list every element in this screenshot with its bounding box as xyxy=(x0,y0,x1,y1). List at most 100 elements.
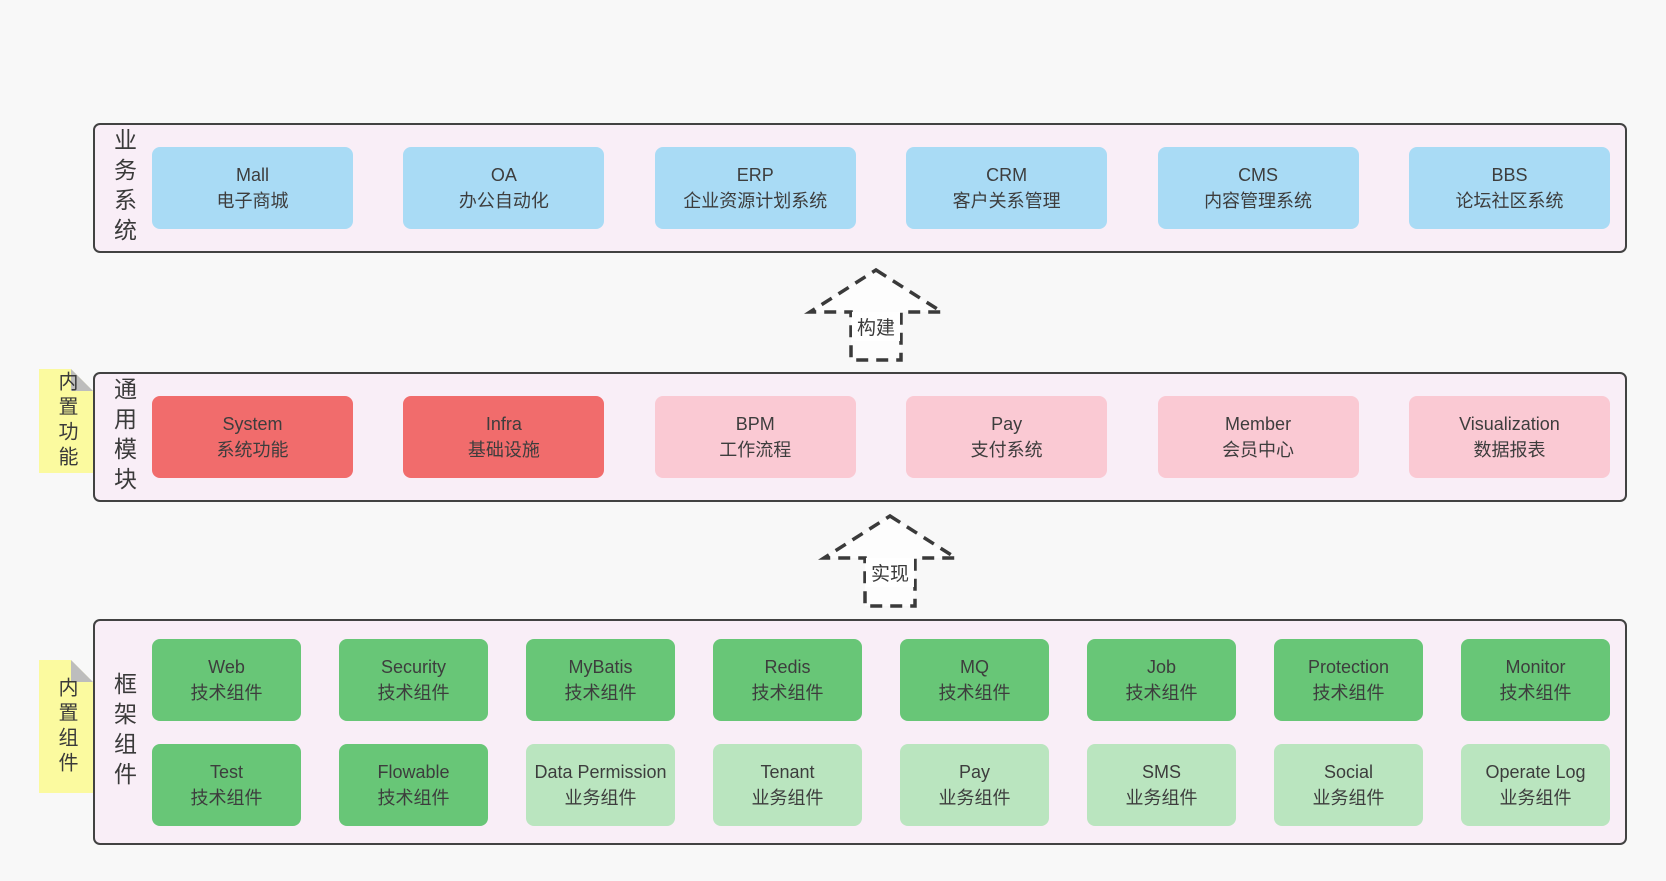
module-title: MyBatis xyxy=(568,656,633,677)
module-subtitle: 技术组件 xyxy=(190,787,263,808)
module-subtitle: 业务组件 xyxy=(1499,787,1572,808)
module-box-pay: Pay 业务组件 xyxy=(900,743,1049,826)
module-subtitle: 技术组件 xyxy=(190,682,263,703)
module-title: Pay xyxy=(991,414,1023,434)
arrow-label: 构建 xyxy=(851,312,901,341)
module-box-social: Social 业务组件 xyxy=(1274,743,1423,826)
module-box-operate-log: Operate Log 业务组件 xyxy=(1461,743,1610,826)
module-title: OA xyxy=(490,165,517,185)
module-title: Redis xyxy=(764,656,811,677)
module-box-flowable: Flowable 技术组件 xyxy=(339,743,488,826)
module-title: BBS xyxy=(1491,165,1528,185)
module-subtitle: 客户关系管理 xyxy=(952,191,1061,211)
module-subtitle: 业务组件 xyxy=(1312,787,1385,808)
module-title: CRM xyxy=(986,165,1028,185)
module-box-visualization: Visualization 数据报表 xyxy=(1408,396,1610,478)
section-label: 通用模块 xyxy=(110,377,137,497)
module-title: Security xyxy=(380,656,447,677)
module-box-member: Member 会员中心 xyxy=(1157,396,1359,478)
module-subtitle: 技术组件 xyxy=(377,787,450,808)
module-box-data-permission: Data Permission 业务组件 xyxy=(526,743,675,826)
module-box-security: Security 技术组件 xyxy=(339,638,488,721)
module-title: MQ xyxy=(960,656,989,677)
module-subtitle: 会员中心 xyxy=(1222,440,1295,460)
module-title: Monitor xyxy=(1505,656,1566,677)
sticky-tab-builtin-features: 内置功能 xyxy=(39,369,93,473)
module-box-pay: Pay 支付系统 xyxy=(906,396,1108,478)
arrow-label: 实现 xyxy=(865,558,915,587)
module-title: Infra xyxy=(485,414,522,434)
module-title: Test xyxy=(209,761,243,782)
module-title: Operate Log xyxy=(1485,761,1586,782)
module-subtitle: 支付系统 xyxy=(970,440,1043,460)
module-subtitle: 技术组件 xyxy=(938,682,1011,703)
module-title: Tenant xyxy=(760,761,815,782)
module-box-mybatis: MyBatis 技术组件 xyxy=(526,638,675,721)
module-box-protection: Protection 技术组件 xyxy=(1274,638,1423,721)
sticky-tab-builtin-components: 内置组件 xyxy=(39,660,93,793)
sticky-tab-label: 内置组件 xyxy=(55,676,77,777)
module-subtitle: 技术组件 xyxy=(751,682,824,703)
module-title: Web xyxy=(208,656,245,677)
section-label: 框架组件 xyxy=(110,672,137,792)
module-subtitle: 企业资源计划系统 xyxy=(683,191,828,211)
module-title: Mall xyxy=(235,165,269,185)
section-label: 业务系统 xyxy=(110,128,137,248)
section-framework-components: 框架组件 Web 技术组件 Security 技术组件 MyBatis 技术组件 Redis… xyxy=(93,619,1627,845)
module-subtitle: 办公自动化 xyxy=(458,191,549,211)
module-subtitle: 数据报表 xyxy=(1473,440,1546,460)
sticky-note-shape xyxy=(39,660,93,793)
module-title: Job xyxy=(1146,656,1177,677)
module-subtitle: 技术组件 xyxy=(1312,682,1385,703)
module-title: Data Permission xyxy=(534,761,667,782)
module-title: Pay xyxy=(958,761,991,782)
module-title: Member xyxy=(1225,414,1292,434)
module-title: CMS xyxy=(1238,165,1279,185)
module-title: System xyxy=(222,414,283,434)
module-box-job: Job 技术组件 xyxy=(1087,638,1236,721)
module-title: Visualization xyxy=(1459,414,1560,434)
module-title: ERP xyxy=(736,165,774,185)
module-title: BPM xyxy=(735,414,775,434)
module-box-mq: MQ 技术组件 xyxy=(900,638,1049,721)
module-box-cms: CMS 内容管理系统 xyxy=(1157,147,1359,229)
module-subtitle: 系统功能 xyxy=(216,440,289,460)
module-subtitle: 业务组件 xyxy=(1125,787,1198,808)
module-box-system: System 系统功能 xyxy=(152,396,353,478)
module-title: Flowable xyxy=(377,761,450,782)
module-box-erp: ERP 企业资源计划系统 xyxy=(654,147,856,229)
module-box-tenant: Tenant 业务组件 xyxy=(713,743,862,826)
module-box-test: Test 技术组件 xyxy=(152,743,301,826)
module-box-oa: OA 办公自动化 xyxy=(403,147,605,229)
module-subtitle: 技术组件 xyxy=(1125,682,1198,703)
sticky-tab-label: 内置功能 xyxy=(55,371,77,471)
module-subtitle: 技术组件 xyxy=(564,682,637,703)
module-title: Social xyxy=(1323,761,1374,782)
module-title: Protection xyxy=(1307,656,1390,677)
module-subtitle: 内容管理系统 xyxy=(1204,191,1313,211)
module-subtitle: 业务组件 xyxy=(564,787,637,808)
module-title: SMS xyxy=(1141,761,1181,782)
module-subtitle: 技术组件 xyxy=(377,682,450,703)
module-box-sms: SMS 业务组件 xyxy=(1087,743,1236,826)
module-box-web: Web 技术组件 xyxy=(152,638,301,721)
module-subtitle: 业务组件 xyxy=(751,787,824,808)
arrow-build: 构建 xyxy=(803,267,949,362)
module-box-crm: CRM 客户关系管理 xyxy=(906,147,1108,229)
module-subtitle: 业务组件 xyxy=(938,787,1011,808)
arrow-implement: 实现 xyxy=(817,513,963,608)
